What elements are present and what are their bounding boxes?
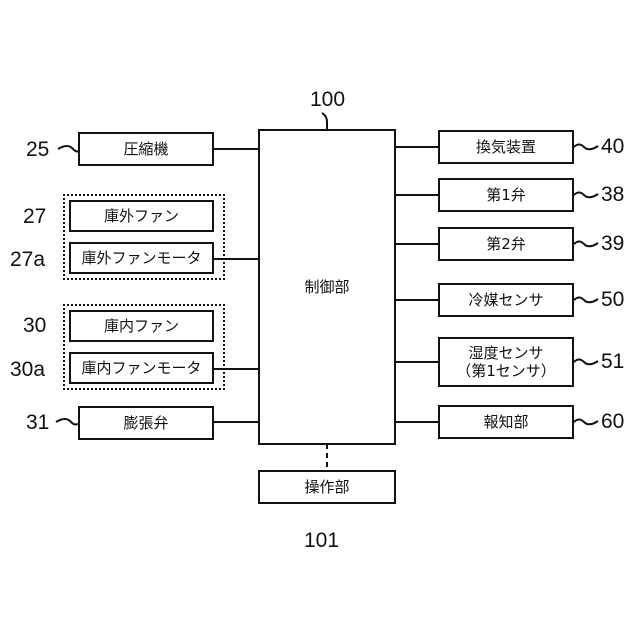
notifier-ref: 60 <box>601 411 624 433</box>
compressor-label: 圧縮機 <box>123 140 168 158</box>
notifier-label: 報知部 <box>483 413 528 431</box>
expansion-valve-box: 膨張弁 <box>78 406 214 440</box>
humidity-sensor-box: 湿度センサ （第1センサ） <box>438 337 574 387</box>
expansion-valve-label: 膨張弁 <box>123 414 168 432</box>
outside-fan-box: 庫外ファン <box>69 200 214 232</box>
outside-fan-motor-ref: 27a <box>10 249 45 271</box>
operation-box: 操作部 <box>258 470 396 504</box>
inside-fan-label: 庫内ファン <box>104 317 179 335</box>
leader-51 <box>574 360 598 365</box>
valve1-ref: 38 <box>601 184 624 206</box>
leader-39 <box>574 242 598 247</box>
leader-31 <box>56 419 80 425</box>
compressor-ref: 25 <box>26 139 49 161</box>
inside-fan-box: 庫内ファン <box>69 310 214 342</box>
leader-50 <box>574 298 598 303</box>
leader-38 <box>574 193 598 198</box>
inside-fan-ref: 30 <box>23 315 46 337</box>
refrigerant-sensor-label: 冷媒センサ <box>468 291 543 309</box>
inside-fan-motor-box: 庫内ファンモータ <box>69 352 214 384</box>
controller-label: 制御部 <box>304 278 349 296</box>
outside-fan-ref: 27 <box>23 206 46 228</box>
operation-ref: 101 <box>304 530 339 552</box>
controller-box: 制御部 <box>258 129 396 445</box>
refrigerant-sensor-box: 冷媒センサ <box>438 283 574 317</box>
refrigerant-sensor-ref: 50 <box>601 289 624 311</box>
leader-60 <box>574 420 598 425</box>
expansion-valve-ref: 31 <box>26 412 49 434</box>
humidity-sensor-label-line1: 湿度センサ <box>468 344 543 362</box>
humidity-sensor-ref: 51 <box>601 351 624 373</box>
operation-label: 操作部 <box>304 478 349 496</box>
inside-fan-motor-label: 庫内ファンモータ <box>81 359 201 377</box>
ventilation-ref: 40 <box>601 136 624 158</box>
compressor-box: 圧縮機 <box>78 132 214 166</box>
outside-fan-label: 庫外ファン <box>104 207 179 225</box>
inside-fan-motor-ref: 30a <box>10 359 45 381</box>
notifier-box: 報知部 <box>438 405 574 439</box>
valve1-box: 第1弁 <box>438 178 574 212</box>
ventilation-label: 換気装置 <box>476 138 536 156</box>
leader-100 <box>322 113 327 129</box>
leader-40 <box>574 145 598 150</box>
outside-fan-motor-label: 庫外ファンモータ <box>81 249 201 267</box>
humidity-sensor-label-line2: （第1センサ） <box>456 362 556 380</box>
ventilation-box: 換気装置 <box>438 130 574 164</box>
leader-25 <box>58 146 80 152</box>
controller-ref: 100 <box>310 89 345 111</box>
valve2-box: 第2弁 <box>438 227 574 261</box>
outside-fan-motor-box: 庫外ファンモータ <box>69 242 214 274</box>
valve2-ref: 39 <box>601 233 624 255</box>
valve1-label: 第1弁 <box>486 186 526 204</box>
valve2-label: 第2弁 <box>486 235 526 253</box>
